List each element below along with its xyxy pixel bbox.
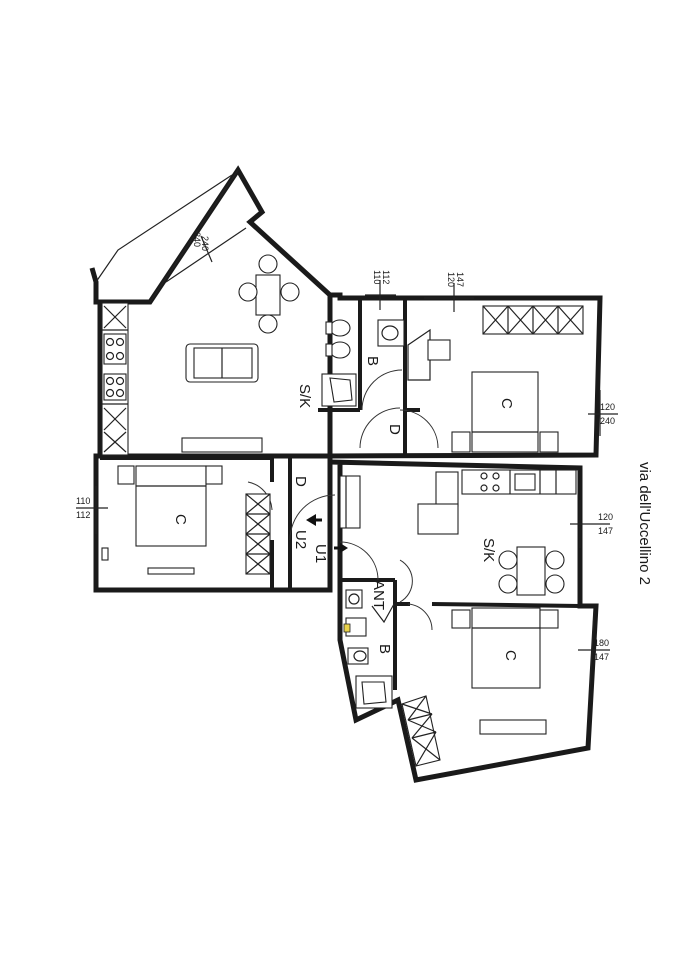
dim-bed-b-top: 180 [594, 638, 609, 648]
living-furniture [101, 254, 300, 456]
room-label-corridor-a1: D [386, 424, 403, 435]
dim-balcony-top: 240 [192, 232, 202, 247]
room-label-closet-b: ANT [370, 580, 387, 610]
bed-a-right-furniture [407, 305, 584, 453]
window-dimension-labels: 240 240 110 112 120 147 120 240 110 112 … [76, 232, 615, 662]
kitchen-b-furniture [339, 469, 577, 596]
room-label-bed-b: C [502, 650, 519, 661]
apartment-a-interior [100, 298, 420, 590]
room-labels: S/K B C D D C U2 U1 S/K B ANT C [172, 356, 519, 661]
room-label-bath-b: B [376, 644, 393, 654]
bed-a-left-furniture [101, 465, 271, 575]
street-label: via dell'Uccellino 2 [636, 462, 653, 585]
bath-a-fixtures [321, 319, 405, 407]
room-label-entry-b: U1 [312, 544, 329, 563]
dim-bed-a-right-bottom: 147 [455, 272, 465, 287]
dim-bed-a-left-top: 110 [76, 496, 90, 506]
dim-balcony-bottom: 240 [200, 236, 210, 251]
room-label-corridor-a2: D [292, 476, 309, 487]
dim-bed-b-bottom: 147 [594, 652, 609, 662]
dim-bath-a-top: 110 [372, 270, 382, 284]
dim-bed-a-left-bottom: 112 [76, 510, 90, 520]
room-label-bed-a-right: C [498, 398, 515, 409]
dim-kitchen-b-bottom: 147 [598, 526, 613, 536]
entry-arrows [306, 514, 348, 553]
room-label-bath-a: B [364, 356, 381, 366]
dim-bed-a-right-side-bottom: 240 [600, 416, 615, 426]
dim-bed-a-right-side-top: 120 [600, 402, 615, 412]
dim-bath-a-bottom: 112 [381, 270, 391, 284]
windows [95, 227, 601, 691]
bed-b-furniture [401, 607, 559, 767]
dim-kitchen-b-top: 120 [598, 512, 613, 522]
bath-b-fixtures [343, 589, 395, 709]
room-label-kitchen-b: S/K [480, 538, 497, 562]
window-dimensions [76, 235, 618, 651]
room-label-entry-a: U2 [292, 530, 309, 549]
dim-bed-a-right-top: 120 [446, 272, 456, 287]
room-label-bed-a-left: C [172, 514, 189, 525]
room-label-living-a: S/K [296, 384, 313, 408]
doors [247, 369, 439, 631]
